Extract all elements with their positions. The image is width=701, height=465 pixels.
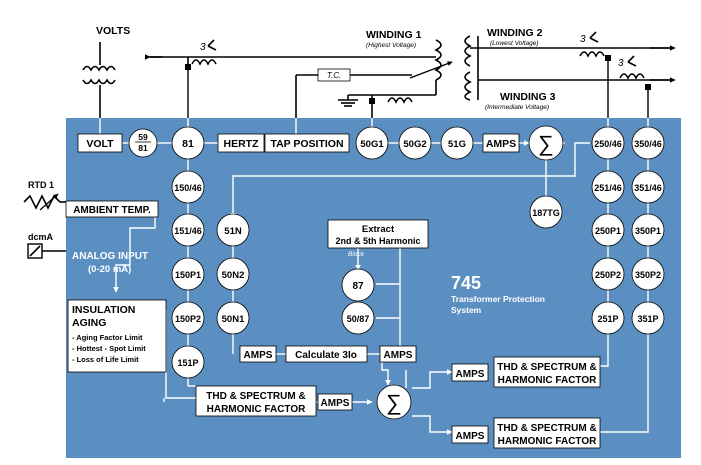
box-amps-right-label: AMPS [384,350,413,361]
product-model: 745 [451,273,481,293]
box-calculate-3io: Calculate 3Io [285,345,368,363]
box-hertz: HERTZ [217,133,265,153]
winding2-sub: (Lowest Voltage) [490,40,539,47]
insulation-item-3: - Loss of Life Limit [72,355,139,364]
device-81: 81 [182,138,194,150]
device-351-46: 351/46 [634,183,662,193]
box-volt-label: VOLT [86,138,114,150]
device-81-sub: 81 [138,143,148,153]
device-50-87: 50/87 [347,314,370,324]
winding3-label: WINDING 3 [500,91,556,103]
device-150p1: 150P1 [175,270,201,280]
winding1-sub: (Highest Voltage) [366,42,416,49]
box-amps-mid: AMPS [239,345,277,363]
analog-input-label: ANALOG INPUT [72,251,148,262]
product-name-2: System [451,305,482,315]
device-151p: 151P [177,358,198,368]
device-350-46: 350/46 [634,139,662,149]
summation-bottom: ∑ [376,384,412,420]
box-volt: VOLT [77,133,123,153]
box-hertz-label: HERTZ [224,138,260,150]
summation-top: ∑ [528,125,564,161]
box-tap-position: TAP POSITION [264,133,350,153]
box-amps-bottom-label: AMPS [321,398,350,409]
insulation-item-1: - Aging Factor Limit [72,333,143,342]
box-amps-bottom: AMPS [317,393,353,411]
box-calculate-label: Calculate 3Io [295,350,357,361]
box-insulation-aging: INSULATION AGING - Aging Factor Limit - … [67,299,167,373]
insulation-item-2: - Hottest - Spot Limit [72,344,146,353]
device-251-46: 251/46 [594,183,622,193]
device-187tg: 187TG [532,208,560,218]
box-thd-r2: THD & SPECTRUM & HARMONIC FACTOR [493,417,601,449]
thd-r1-line-1: THD & SPECTRUM & [497,362,596,373]
volts-label: VOLTS [96,25,130,37]
device-251p: 251P [597,314,618,324]
box-thd-r1: THD & SPECTRUM & HARMONIC FACTOR [493,356,601,388]
ct-winding3-label: 3 [618,58,624,69]
box-amps-top: AMPS [482,133,520,153]
device-150p2: 150P2 [175,314,201,324]
device-50g1: 50G1 [360,139,384,150]
box-ambient-temp: AMBIENT TEMP. [65,200,159,218]
winding2-label: WINDING 2 [487,27,543,39]
device-50n2: 50N2 [222,270,245,281]
box-amps-top-label: AMPS [486,138,516,150]
box-ambient-temp-label: AMBIENT TEMP. [73,205,151,216]
device-59: 59 [138,132,148,142]
thd-left-line-1: THD & SPECTRUM & [206,391,305,402]
analog-range-label: (0-20 mA) [88,264,131,275]
power-system: 3 T.C. 3 [23,31,676,259]
thd-r1-line-2: HARMONIC FACTOR [498,375,597,386]
device-250-46: 250/46 [594,139,622,149]
box-amps-r1-label: AMPS [456,369,485,380]
box-amps-r2-label: AMPS [456,431,485,442]
device-51n: 51N [224,226,242,237]
product-name-1: Transformer Protection [451,294,545,304]
box-amps-r1: AMPS [451,363,489,382]
svg-text:∑: ∑ [386,390,402,415]
box-tap-position-label: TAP POSITION [270,138,343,150]
winding1-label: WINDING 1 [366,29,422,41]
winding3-sub: (Intermediate Voltage) [485,104,549,111]
insulation-title-2: AGING [72,317,106,329]
device-250p1: 250P1 [595,226,621,236]
device-87: 87 [352,281,364,292]
thd-left-line-2: HARMONIC FACTOR [207,404,306,415]
tc-label: T.C. [327,71,341,80]
device-151-46: 151/46 [174,226,202,236]
extract-line-2: 2nd & 5th Harmonic [335,236,420,246]
device-351p: 351P [637,314,658,324]
device-350p2: 350P2 [635,270,661,280]
ct-winding1-label: 3 [200,42,206,53]
ct-winding2-label: 3 [580,34,586,45]
box-amps-mid-label: AMPS [244,350,273,361]
block-label: Block [348,251,365,258]
rtd-label: RTD 1 [28,180,54,190]
svg-text:∑: ∑ [538,131,554,156]
device-350p1: 350P1 [635,226,661,236]
box-extract-harmonic: Extract 2nd & 5th Harmonic [327,219,429,249]
device-51g: 51G [448,139,466,150]
insulation-title-1: INSULATION [72,304,135,316]
device-59-81: 59 81 [128,128,158,158]
box-thd-left: THD & SPECTRUM & HARMONIC FACTOR [195,385,317,417]
device-250p2: 250P2 [595,270,621,280]
device-circles [171,126,665,379]
device-50n1: 50N1 [222,314,245,325]
extract-line-1: Extract [362,224,395,235]
box-amps-right: AMPS [379,345,417,363]
thd-r2-line-2: HARMONIC FACTOR [498,436,597,447]
thd-r2-line-1: THD & SPECTRUM & [497,423,596,434]
dcma-label: dcmA [28,232,54,242]
device-150-46: 150/46 [174,183,202,193]
device-50g2: 50G2 [403,139,426,150]
box-amps-r2: AMPS [451,425,489,444]
